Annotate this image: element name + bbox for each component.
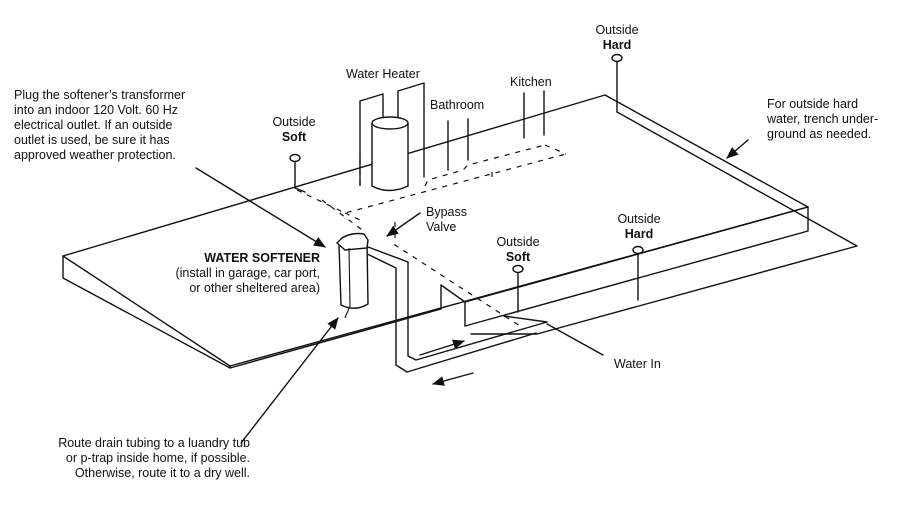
outlet-note-line: Plug the softener’s transformer xyxy=(14,88,186,102)
water-softener-label: WATER SOFTENER (install in garage, car p… xyxy=(140,251,320,296)
drain-note: Route drain tubing to a luandry tub or p… xyxy=(20,436,250,481)
water-in-leader xyxy=(546,323,604,356)
outside-hard-top-label: Outside Hard xyxy=(591,23,643,53)
dashed-soft-line xyxy=(321,199,366,233)
slab-notch xyxy=(440,284,466,327)
pipe-inner xyxy=(359,243,548,361)
drain-note-line: Otherwise, route it to a dry well. xyxy=(74,466,250,480)
outside-soft-top-label: Outside Soft xyxy=(268,115,320,145)
soft-mid-spigot-icon xyxy=(512,264,524,274)
kitchen-label: Kitchen xyxy=(510,75,552,89)
outside-soft-top-fixture xyxy=(289,153,306,193)
trench-note-line: ground as needed. xyxy=(767,127,872,141)
outside-soft-mid-label: Outside Soft xyxy=(491,235,545,265)
fixture-risers xyxy=(447,90,545,171)
pipe-outer xyxy=(354,247,537,373)
heater-tank xyxy=(371,122,409,192)
outlet-note: Plug the softener’s transformer into an … xyxy=(14,88,185,163)
drain-note-arrow xyxy=(240,317,339,444)
outside-soft-mid-line2: Soft xyxy=(505,250,531,264)
outside-hard-mid-line2: Hard xyxy=(624,227,654,241)
water-softener-note-line: or other sheltered area) xyxy=(189,281,320,295)
outlet-note-line: into an indoor 120 Volt. 60 Hz xyxy=(14,103,179,117)
trench-note: For outside hard water, trench under- gr… xyxy=(767,97,878,142)
water-softener-note-line: (install in garage, car port, xyxy=(175,266,320,280)
heater-tank-top xyxy=(371,116,409,130)
bypass-valve-line: Valve xyxy=(426,220,457,234)
outside-soft-mid-fixture xyxy=(512,264,524,313)
water-heater-label: Water Heater xyxy=(346,67,420,81)
soft-top-spigot-icon xyxy=(289,153,301,163)
outlet-note-line: outlet is used, be sure it has xyxy=(14,133,170,147)
outlet-note-arrow xyxy=(195,167,326,248)
outside-hard-mid-fixture xyxy=(632,245,644,301)
flow-arrow-out xyxy=(432,372,474,386)
water-softener-title: WATER SOFTENER xyxy=(204,251,320,265)
supply-pipes xyxy=(354,243,548,386)
hard-mid-spigot-icon xyxy=(632,245,644,255)
heater-pipe-left xyxy=(359,93,384,186)
dashed-branch xyxy=(424,144,546,187)
softener-head xyxy=(335,232,369,251)
bypass-valve-label: Bypass Valve xyxy=(426,205,467,235)
softener-drain-tube xyxy=(344,247,351,319)
outside-hard-mid-line1: Outside xyxy=(617,212,661,226)
dashed-to-outside-soft xyxy=(394,222,521,327)
water-in-label: Water In xyxy=(614,357,661,371)
bathroom-label: Bathroom xyxy=(430,98,485,112)
callout-arrows xyxy=(195,139,749,444)
slab-left-face xyxy=(62,255,231,369)
hard-top-spigot-icon xyxy=(611,53,623,63)
drain-note-line: or p-trap inside home, if possible. xyxy=(65,451,250,465)
bypass-valve-arrow xyxy=(386,212,421,237)
drain-note-line: Route drain tubing to a luandry tub xyxy=(58,436,250,450)
outlet-note-line: approved weather protection. xyxy=(14,148,176,162)
flow-arrow-in xyxy=(419,339,465,356)
outside-hard-top-line2: Hard xyxy=(602,38,632,52)
water-heater xyxy=(359,82,425,192)
soft-top-riser xyxy=(294,161,306,193)
outlet-note-line: electrical outlet. If an outside xyxy=(14,118,173,132)
slab-front-edge-a xyxy=(229,308,442,369)
heater-pipe-right xyxy=(397,82,425,178)
outside-soft-top-line1: Outside xyxy=(272,115,316,129)
kitchen-end-dash xyxy=(544,144,567,155)
bypass-valve-line: Bypass xyxy=(426,205,467,219)
outside-soft-mid-line1: Outside xyxy=(496,235,540,249)
outside-hard-mid-label: Outside Hard xyxy=(612,212,666,242)
trench-note-line: For outside hard xyxy=(767,97,859,111)
trench-note-arrow xyxy=(726,139,749,159)
softener-tank xyxy=(338,241,369,309)
water-softener-unit xyxy=(335,232,369,319)
trench-note-line: water, trench under- xyxy=(767,112,879,126)
dashed-connector xyxy=(344,212,361,221)
outside-hard-top-line1: Outside xyxy=(595,23,639,37)
outside-soft-top-line2: Soft xyxy=(281,130,307,144)
